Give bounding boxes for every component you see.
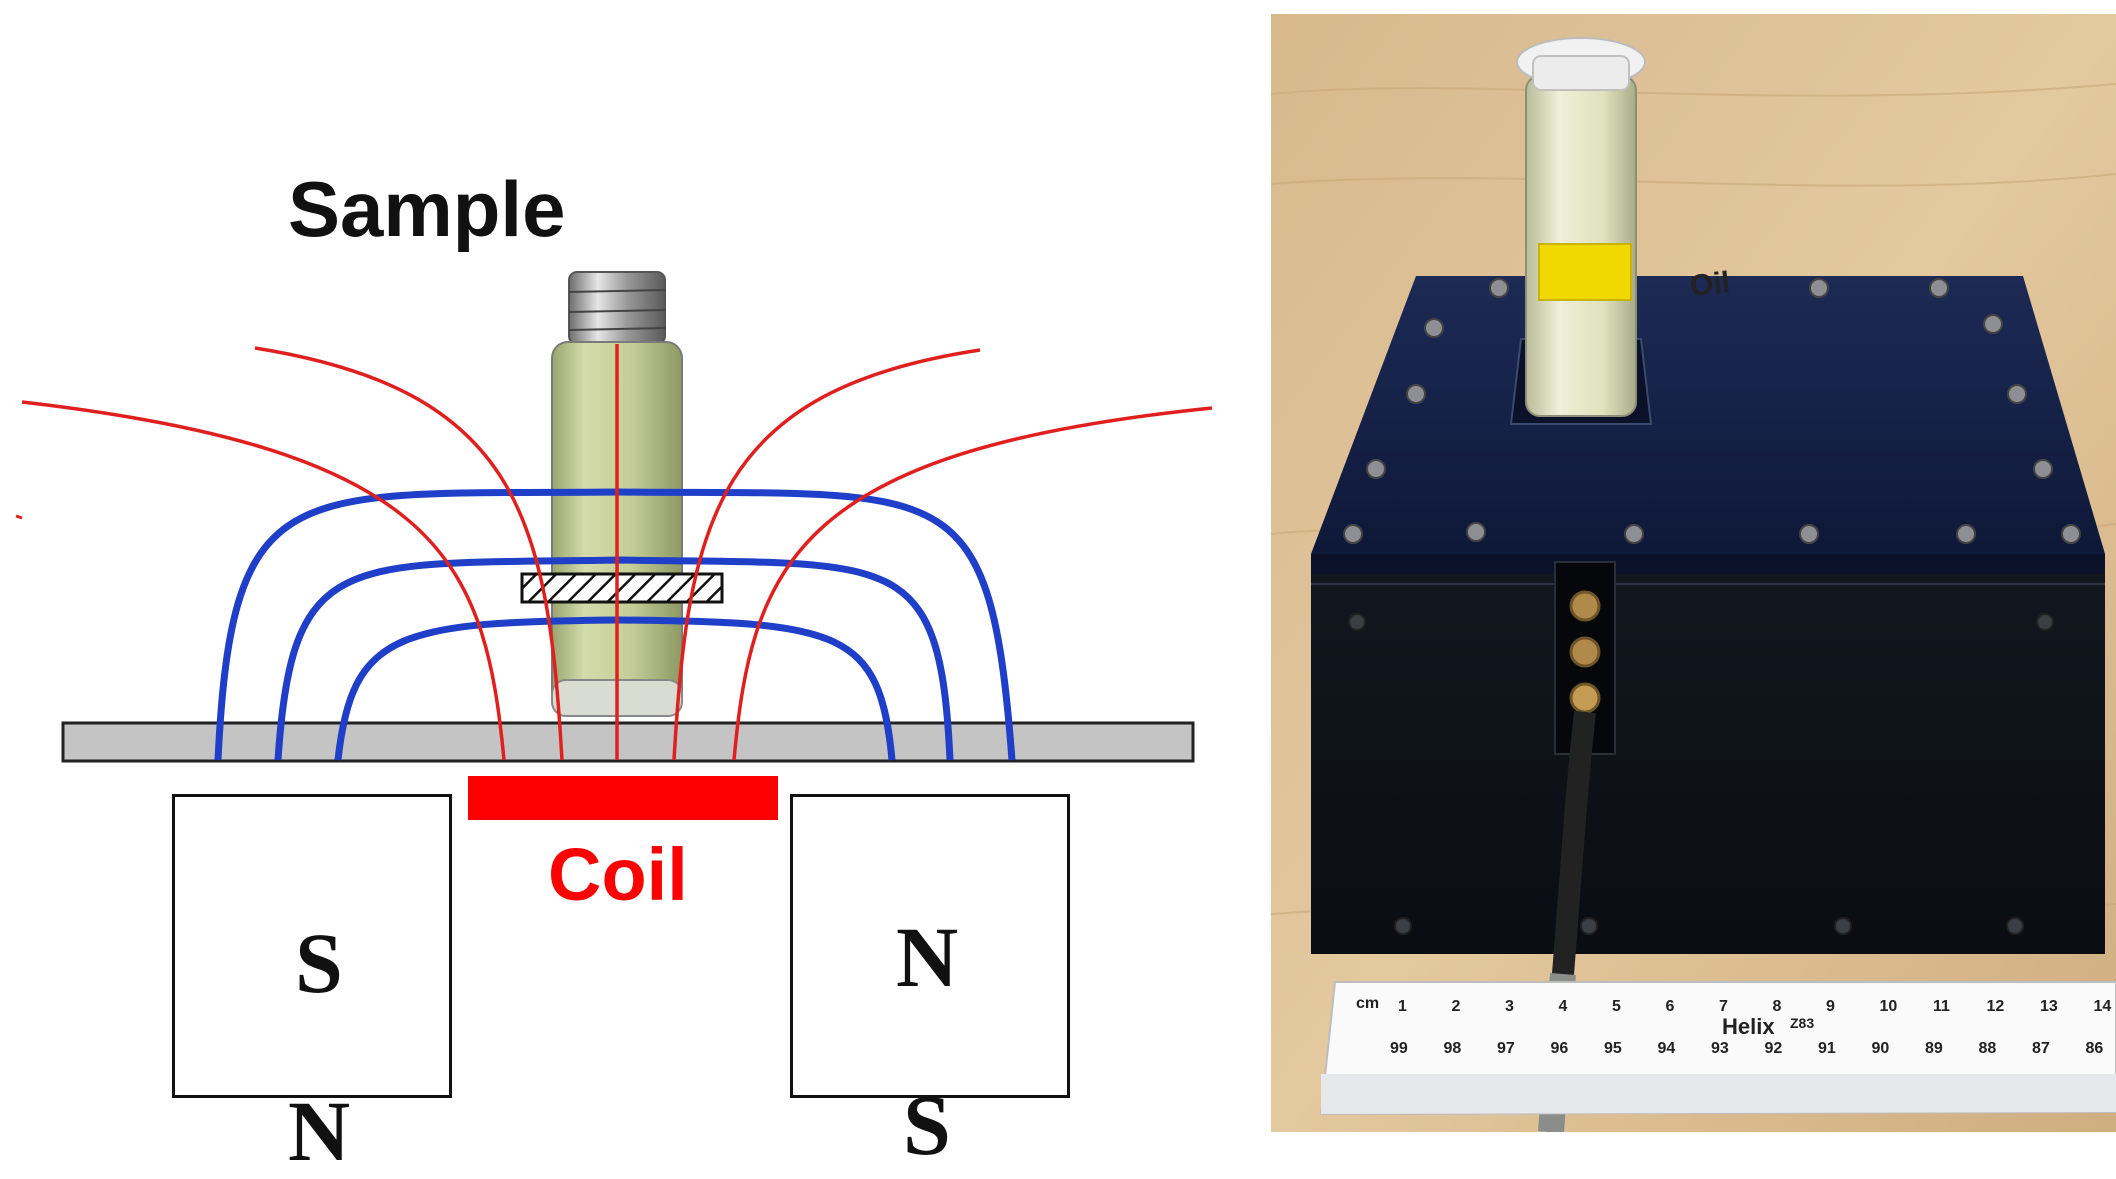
- ruler-top-number: 4: [1558, 998, 1568, 1015]
- sensor-schematic: [15, 271, 1213, 820]
- ruler-top-number: 1: [1398, 998, 1407, 1015]
- sample-label: Sample: [288, 165, 566, 253]
- device-photo: [1271, 14, 2116, 1132]
- ruler-bottom-number: 89: [1925, 1040, 1943, 1057]
- left-magnet-top-pole: S: [295, 915, 343, 1011]
- ruler-top-number: 6: [1665, 998, 1675, 1015]
- ruler-bottom-number: 93: [1711, 1040, 1729, 1057]
- vial-label: Oil: [1688, 266, 1732, 304]
- base-plate: [61, 721, 1195, 763]
- ruler-bottom-number: 92: [1764, 1040, 1783, 1057]
- rf-field-lines: [21, 344, 1213, 761]
- ruler-top-number: 11: [1933, 998, 1950, 1015]
- ruler-bottom-number: 91: [1818, 1040, 1836, 1057]
- ruler-bottom-number: 88: [1978, 1040, 1997, 1057]
- ruler-bottom-number: 94: [1657, 1040, 1676, 1057]
- ruler-top-number: 12: [1986, 998, 2005, 1015]
- ruler-top-number: 3: [1505, 998, 1514, 1015]
- ruler-bottom-number: 99: [1390, 1040, 1408, 1057]
- coil-label: Coil: [548, 833, 688, 916]
- ruler-bottom-number: 98: [1443, 1040, 1462, 1057]
- ruler-bottom-number: 96: [1550, 1040, 1569, 1057]
- ruler-top-number: 13: [2040, 998, 2058, 1015]
- left-magnet-bottom-pole: N: [288, 1083, 351, 1179]
- figure: S N N S Sample Coil: [15, 14, 2116, 1174]
- magnet-field-lines: [214, 488, 1016, 761]
- ruler-top-number: 8: [1772, 998, 1782, 1015]
- rf-coil-plate: [520, 572, 724, 604]
- ruler-bottom-number: 87: [2032, 1040, 2050, 1057]
- ruler-top-number: 2: [1451, 998, 1461, 1015]
- ruler-bottom-number: 95: [1604, 1040, 1622, 1057]
- ruler-brand: Helix: [1722, 1014, 1775, 1039]
- ruler-bottom-number: 86: [2085, 1040, 2104, 1057]
- ruler-top-number: 10: [1879, 998, 1898, 1015]
- ruler-top-number: 5: [1612, 998, 1621, 1015]
- ruler-bottom-number: 97: [1497, 1040, 1515, 1057]
- ruler-model: Z83: [1790, 1015, 1815, 1031]
- coil-bar: [468, 776, 778, 820]
- ruler-top-number: 9: [1826, 998, 1835, 1015]
- right-magnet-top-pole: N: [896, 909, 959, 1005]
- right-magnet-bottom-pole: S: [903, 1077, 951, 1173]
- ruler-unit: cm: [1356, 995, 1380, 1012]
- ruler-bottom-number: 90: [1871, 1040, 1890, 1057]
- edge-tick: [15, 514, 23, 520]
- ruler-top-number: 7: [1719, 998, 1728, 1015]
- right-magnet: [790, 794, 1070, 1098]
- left-magnet: [172, 794, 452, 1098]
- ruler-top-number: 14: [2093, 998, 2112, 1015]
